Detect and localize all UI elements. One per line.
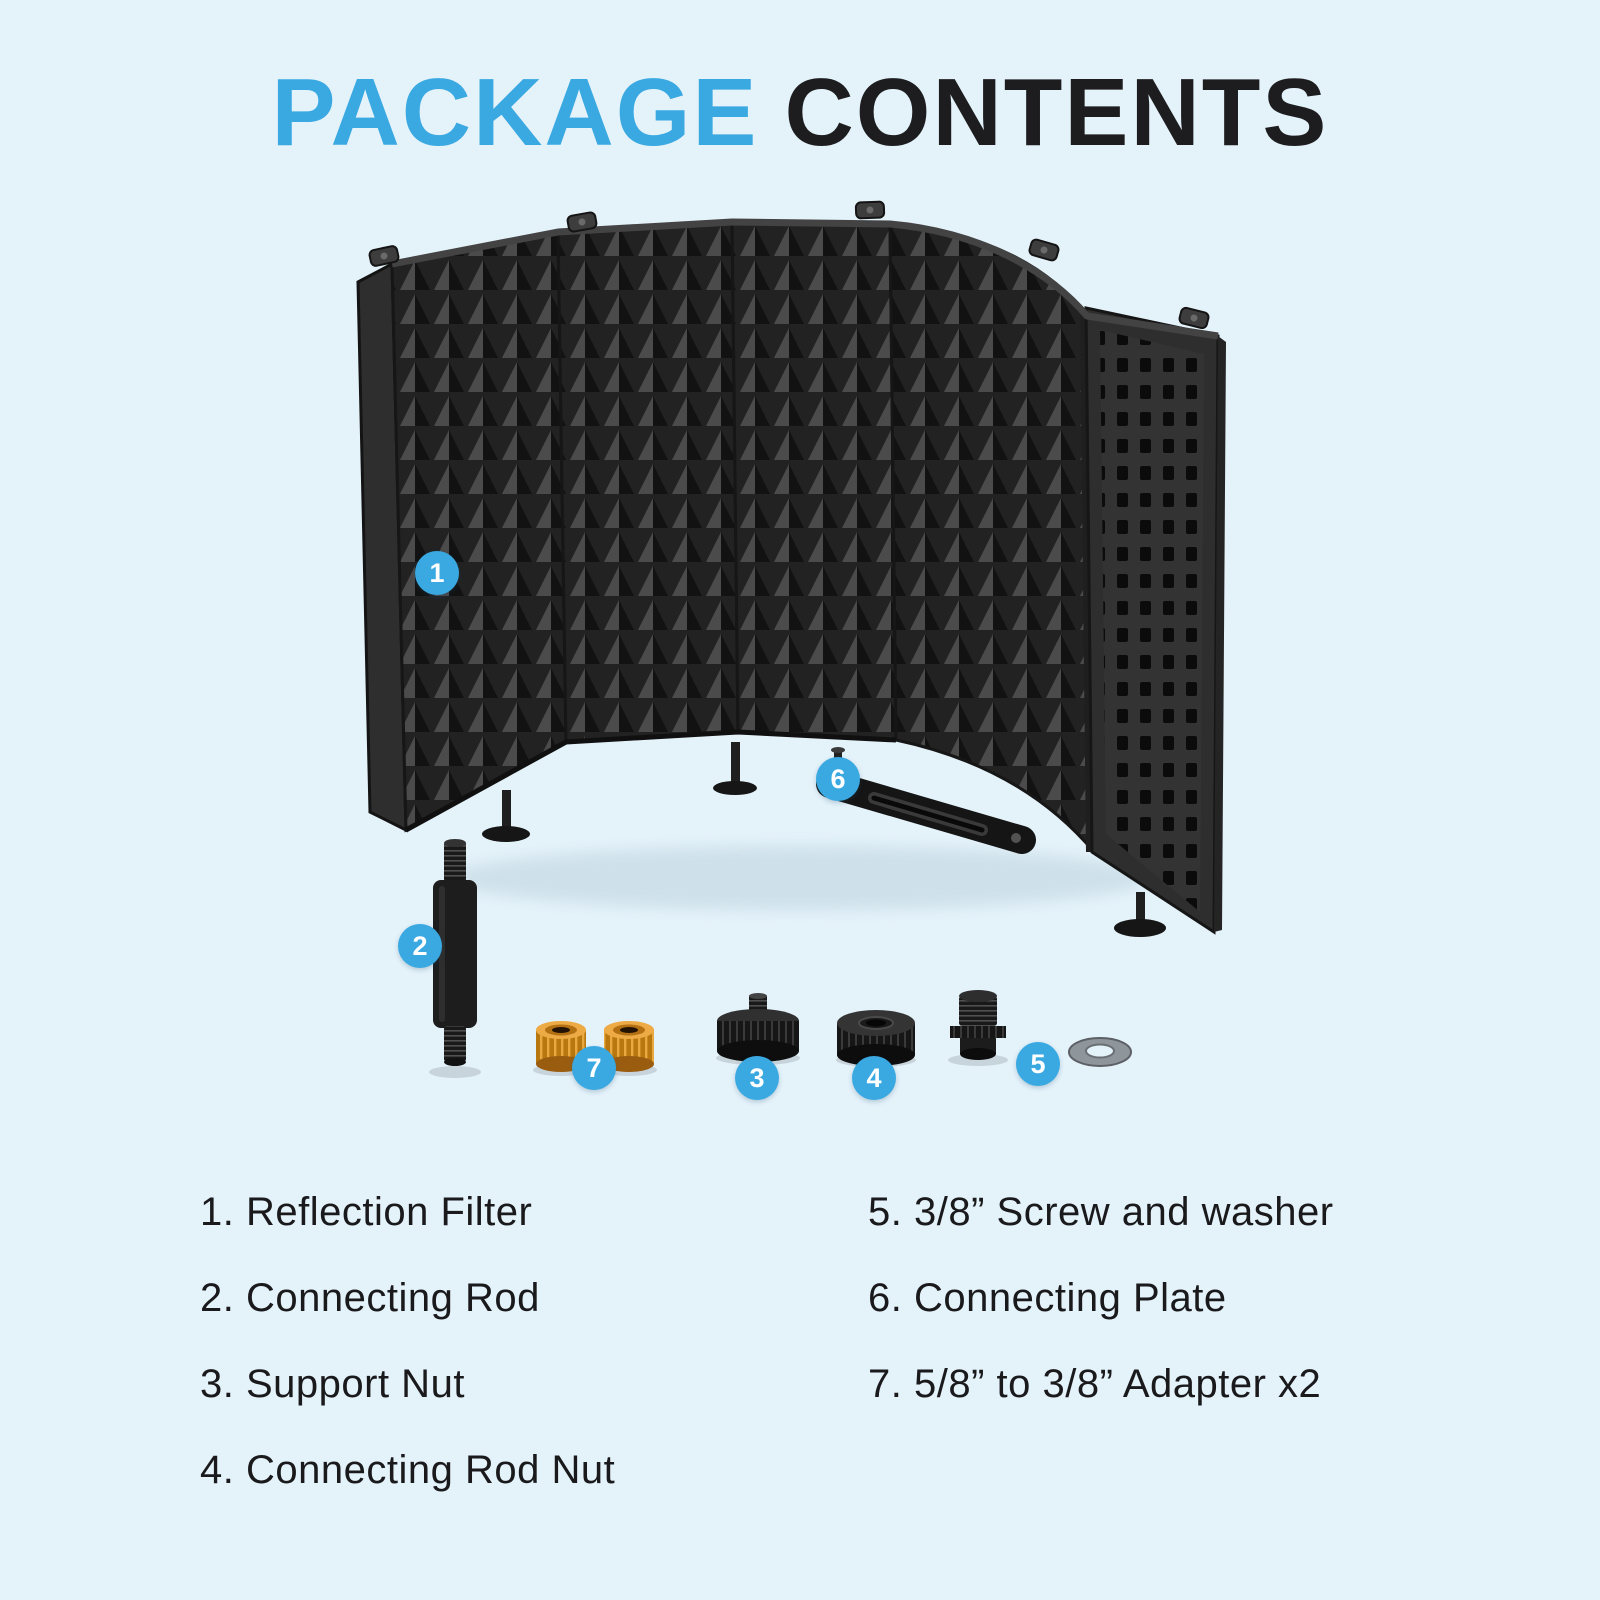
legend-right-column: 5. 3/8” Screw and washer 6. Connecting P… (868, 1192, 1334, 1450)
callout-badge-3: 3 (735, 1056, 779, 1100)
legend-item: 6. Connecting Plate (868, 1276, 1227, 1320)
acoustic-foam-panels (390, 220, 1096, 857)
support-nut (716, 993, 800, 1065)
screw (948, 990, 1008, 1066)
perforated-back-panel (1084, 306, 1226, 935)
ground-shadow (450, 846, 1150, 910)
connecting-rod (429, 839, 481, 1078)
reflection-filter (356, 200, 1226, 937)
connecting-plate (816, 770, 1036, 854)
adapter-1 (536, 1021, 586, 1072)
callout-badge-5: 5 (1016, 1042, 1060, 1086)
callout-badge-4: 4 (852, 1056, 896, 1100)
legend-item: 5. 3/8” Screw and washer (868, 1190, 1334, 1234)
callout-badge-6: 6 (816, 757, 860, 801)
connecting-rod-nut (836, 1010, 916, 1067)
hinge-caps (368, 200, 1210, 330)
legend-item: 4. Connecting Rod Nut (200, 1448, 616, 1492)
title-highlight: PACKAGE (271, 59, 759, 166)
legend-item: 7. 5/8” to 3/8” Adapter x2 (868, 1362, 1322, 1406)
legend-item: 2. Connecting Rod (200, 1276, 540, 1320)
top-frame (391, 218, 1219, 340)
legend-left-column: 1. Reflection Filter 2. Connecting Rod 3… (200, 1192, 615, 1536)
callout-badge-2: 2 (398, 924, 442, 968)
callout-badge-7: 7 (572, 1046, 616, 1090)
title-rest: CONTENTS (784, 59, 1329, 166)
reflection-filter-illustration (356, 200, 1226, 1078)
adapter-2 (604, 1021, 654, 1072)
bottom-frame (404, 729, 897, 833)
washer (1068, 1037, 1132, 1067)
adapter-pair (533, 1021, 657, 1076)
legend-item: 3. Support Nut (200, 1362, 465, 1406)
legend-item: 1. Reflection Filter (200, 1190, 533, 1234)
callout-badge-1: 1 (415, 551, 459, 595)
